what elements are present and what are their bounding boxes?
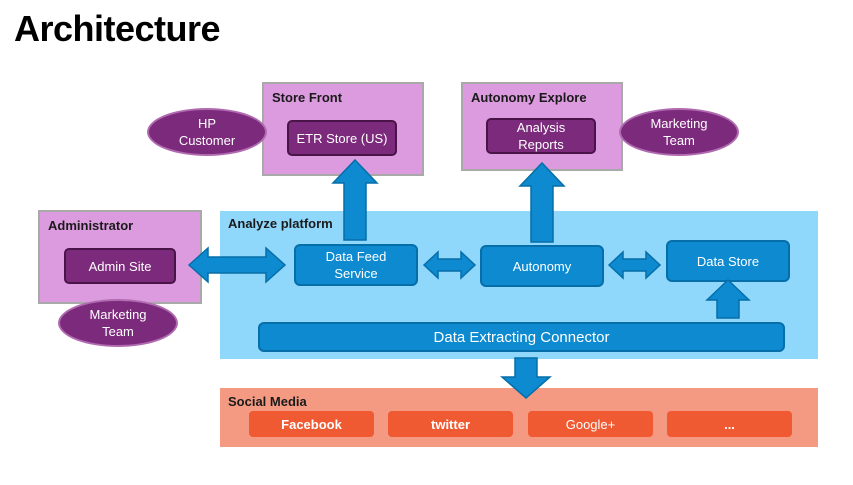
marketing-team-oval-bottom: Marketing Team (58, 299, 178, 347)
social-media-label: Social Media (228, 394, 307, 409)
page-title: Architecture (14, 8, 221, 49)
marketing-team-oval-top: Marketing Team (619, 108, 739, 156)
arrow-autonomy-data-store (607, 250, 662, 280)
hp-customer-oval: HP Customer (147, 108, 267, 156)
arrow-admin-data-feed (187, 246, 287, 284)
autonomy-button[interactable]: Autonomy (480, 245, 604, 287)
twitter-button[interactable]: twitter (388, 411, 513, 437)
store-front-label: Store Front (272, 90, 343, 105)
more-social-button[interactable]: ... (667, 411, 792, 437)
data-store-button[interactable]: Data Store (666, 240, 790, 282)
admin-site-button[interactable]: Admin Site (64, 248, 176, 284)
data-extracting-connector-button[interactable]: Data Extracting Connector (258, 322, 785, 352)
administrator-label: Administrator (48, 218, 134, 233)
arrow-up-to-autonomy-explore (518, 161, 566, 243)
analysis-reports-button[interactable]: Analysis Reports (486, 118, 596, 154)
data-feed-service-button[interactable]: Data Feed Service (294, 244, 418, 286)
arrow-up-to-data-store (705, 278, 751, 319)
google-plus-button[interactable]: Google+ (528, 411, 653, 437)
arrow-data-feed-autonomy (422, 250, 477, 280)
analyze-platform-label: Analyze platform (228, 216, 333, 231)
autonomy-explore-label: Autonomy Explore (471, 90, 587, 105)
arrow-down-to-social (500, 357, 552, 399)
arrow-up-to-store-front (331, 158, 379, 241)
etr-store-button[interactable]: ETR Store (US) (287, 120, 397, 156)
facebook-button[interactable]: Facebook (249, 411, 374, 437)
